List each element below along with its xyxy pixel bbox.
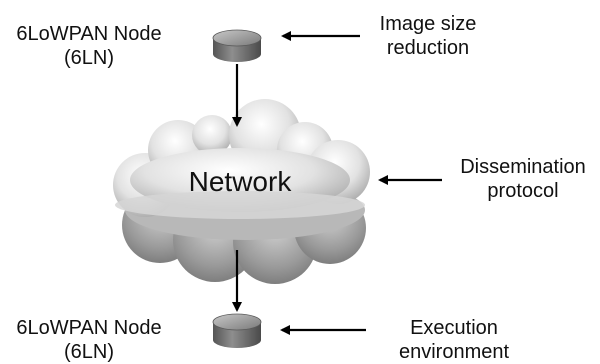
annotation-execution-environment: Execution environment	[376, 316, 532, 364]
bottom-node-label-line2: (6LN)	[63, 341, 114, 363]
bottom-node-label: 6LoWPAN Node (6LN)	[8, 316, 170, 364]
top-node-label-line1: 6LoWPAN Node	[16, 23, 162, 45]
top-node-label-line2: (6LN)	[63, 47, 114, 69]
cloud-icon	[113, 99, 370, 284]
top-node-cylinder-icon	[212, 29, 262, 62]
network-label: Network	[188, 166, 292, 197]
bottom-node-cylinder-icon	[212, 313, 262, 348]
annotation-line1: Dissemination	[460, 156, 586, 178]
annotation-line1: Image size	[379, 13, 477, 35]
bottom-node-label-line1: 6LoWPAN Node	[16, 317, 162, 339]
annotation-line2: environment	[398, 341, 510, 363]
annotation-line2: protocol	[487, 180, 559, 202]
annotation-dissemination-protocol: Dissemination protocol	[448, 155, 598, 203]
annotation-image-size-reduction: Image size reduction	[360, 12, 496, 60]
annotation-line1: Execution	[410, 317, 498, 339]
top-node-label: 6LoWPAN Node (6LN)	[8, 22, 170, 70]
annotation-line2: reduction	[386, 37, 470, 59]
